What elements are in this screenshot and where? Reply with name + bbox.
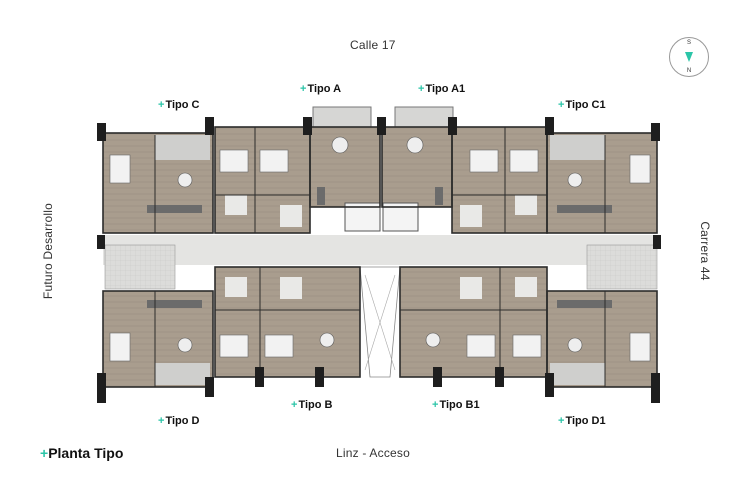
column-17 [651,373,660,403]
kitchen-5 [317,187,325,205]
plan-title: +Planta Tipo [40,445,124,461]
column-7 [651,123,660,141]
bathroom-6 [280,277,302,299]
bathroom-4 [515,195,537,215]
unit-label-tipo-d: +Tipo D [158,415,200,427]
column-16 [545,373,554,397]
balcony-tipo-a1 [394,106,454,128]
bed-6 [629,154,651,184]
column-3 [303,117,312,135]
column-4 [377,117,386,135]
kitchen-1 [147,205,202,213]
compass-north-label: N [686,68,692,74]
bathroom-7 [460,277,482,299]
bed-7 [109,332,131,362]
street-label-right: Carrera 44 [698,221,712,281]
wall-unit-a [309,126,381,208]
bed-4 [469,149,499,173]
bed-1 [219,149,249,173]
wall-unit-c1 [546,132,658,234]
floor-plan-drawing [97,106,661,403]
table-7 [319,332,335,348]
table-4 [567,172,583,188]
table-5 [177,337,193,353]
unit-label-tipo-b: +Tipo B [291,399,333,411]
unit-c-terrace [155,135,210,160]
column-6 [545,117,554,135]
column-10 [97,373,106,403]
table-2 [406,136,424,154]
kitchen-6 [435,187,443,205]
compass-south-label: S [686,40,691,46]
column-2 [205,117,214,135]
unit-label-tipo-a: +Tipo A [300,83,342,95]
compass-icon: S N [669,37,709,77]
bathroom-3 [460,205,482,227]
kitchen-2 [557,205,612,213]
bathroom-2 [280,205,302,227]
street-label-left: Futuro Desarrollo [41,202,55,300]
unit-label-tipo-c: +Tipo C [158,99,200,111]
column-11 [205,377,214,397]
wall-unit-d [102,290,214,388]
wall-unit-c [102,132,214,234]
kitchen-3 [147,300,202,308]
unit-label-tipo-c1: +Tipo C1 [558,99,606,111]
unit-d1-terrace [550,363,605,385]
bed-10 [466,334,496,358]
stair-right [586,244,658,290]
bed-2 [109,154,131,184]
unit-c1-terrace [550,135,605,160]
column-8 [97,235,105,249]
column-14 [433,367,442,387]
unit-d-terrace [155,363,210,385]
compass-needle-icon [685,52,693,62]
stair-left [104,244,176,290]
bed-8 [219,334,249,358]
bed-3 [259,149,289,173]
column-12 [255,367,264,387]
unit-label-tipo-b1: +Tipo B1 [432,399,480,411]
table-1 [331,136,349,154]
bed-12 [629,332,651,362]
entrance-line-2 [364,274,396,371]
column-1 [97,123,106,141]
bed-9 [264,334,294,358]
unit-label-tipo-a1: +Tipo A1 [418,83,466,95]
wall-unit-b [214,266,361,378]
street-label-bottom: Linz - Acceso [336,446,410,460]
column-13 [315,367,324,387]
wall-unit-d1 [546,290,658,388]
corridor [103,235,657,265]
street-label-top: Calle 17 [350,38,396,52]
bathroom-5 [225,277,247,297]
balcony-tipo-a [312,106,372,128]
bathroom-8 [515,277,537,297]
column-9 [653,235,661,249]
column-15 [495,367,504,387]
column-5 [448,117,457,135]
table-3 [177,172,193,188]
table-8 [425,332,441,348]
table-6 [567,337,583,353]
bed-5 [509,149,539,173]
kitchen-4 [557,300,612,308]
unit-label-tipo-d1: +Tipo D1 [558,415,606,427]
bed-11 [512,334,542,358]
bathroom-1 [225,195,247,215]
